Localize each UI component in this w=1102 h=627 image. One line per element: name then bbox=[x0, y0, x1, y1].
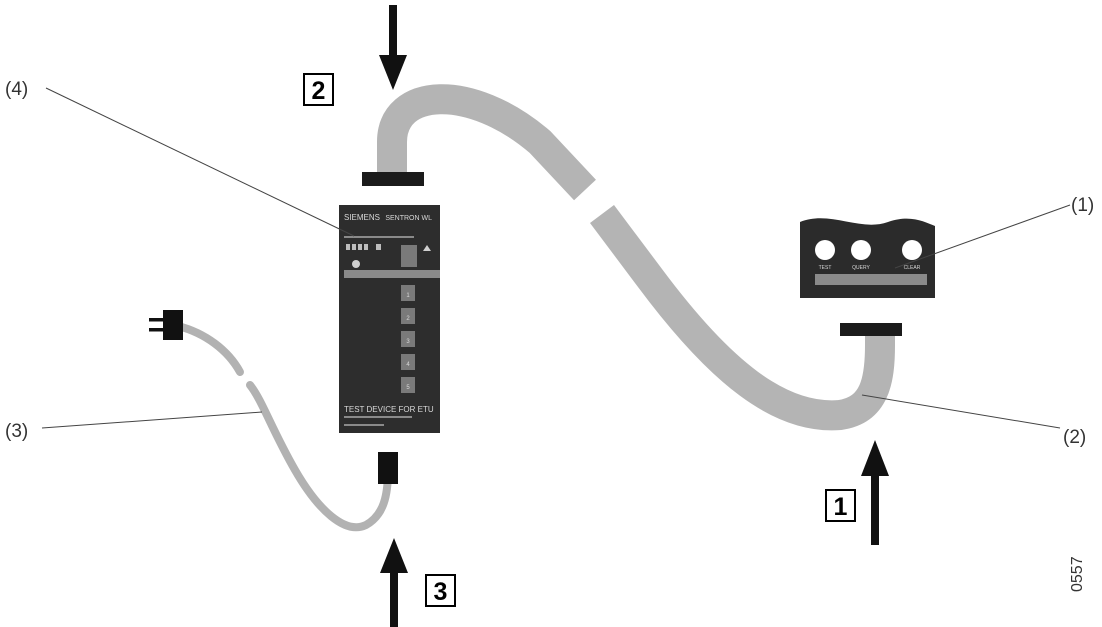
device-key-3-label: 3 bbox=[406, 339, 410, 345]
trip-unit-button-2-label: QUERY bbox=[852, 265, 870, 271]
device-model: SENTRON WL bbox=[385, 215, 432, 222]
device-footnote bbox=[344, 424, 384, 426]
trip-unit-button-2 bbox=[851, 240, 871, 260]
leader-line-1 bbox=[894, 204, 1071, 269]
ribbon-cable bbox=[377, 84, 895, 431]
device-display-strip bbox=[344, 270, 440, 278]
callout-label-1: (1) bbox=[1071, 195, 1094, 216]
leader-line-4 bbox=[45, 87, 355, 237]
step-number-2: 2 bbox=[312, 77, 326, 105]
device-key-1-label: 1 bbox=[406, 293, 410, 299]
step-box-1: 1 bbox=[825, 489, 856, 522]
device-key-2 bbox=[401, 308, 415, 324]
device-key-4 bbox=[401, 354, 415, 370]
device-key-5-label: 5 bbox=[406, 385, 410, 391]
trip-unit-button-1-label: TEST bbox=[819, 265, 832, 271]
trip-unit: TEST QUERY CLEAR bbox=[800, 218, 935, 298]
device-key-3 bbox=[401, 331, 415, 347]
power-socket-connector bbox=[378, 452, 398, 484]
leader-line-3 bbox=[41, 411, 263, 429]
device-key-4-label: 4 bbox=[406, 362, 410, 368]
device-key-5 bbox=[401, 377, 415, 393]
hand-icon bbox=[352, 260, 360, 268]
device-subcaption bbox=[344, 416, 412, 418]
step-number-3: 3 bbox=[434, 578, 448, 606]
step-box-3: 3 bbox=[425, 574, 456, 607]
trip-unit-button-3 bbox=[902, 240, 922, 260]
callout-label-3: (3) bbox=[5, 421, 28, 442]
device-key-1 bbox=[401, 285, 415, 301]
device-start-button bbox=[401, 245, 417, 267]
device-caption: TEST DEVICE FOR ETU bbox=[344, 405, 434, 414]
step-box-2: 2 bbox=[303, 73, 334, 106]
power-plug bbox=[149, 310, 183, 340]
trip-unit-button-1 bbox=[815, 240, 835, 260]
device-brand: SIEMENS bbox=[344, 213, 380, 222]
leader-line-2 bbox=[861, 394, 1061, 429]
device-indicator-row bbox=[344, 236, 414, 238]
step-number-1: 1 bbox=[834, 493, 848, 521]
test-device: SIEMENS SENTRON WL 1 2 3 4 5 TEST DEVICE… bbox=[339, 205, 440, 433]
cable-connector-bottom bbox=[840, 323, 902, 336]
cable-connector-top bbox=[362, 172, 424, 186]
down-arrow-icon bbox=[379, 5, 407, 90]
callout-label-4: (4) bbox=[5, 79, 28, 100]
figure-id: 0557 bbox=[1069, 556, 1086, 592]
power-cord bbox=[174, 322, 392, 532]
device-key-2-label: 2 bbox=[406, 316, 410, 322]
device-led-row bbox=[346, 244, 381, 250]
trip-unit-display-strip bbox=[815, 274, 927, 285]
up-arrow-icon bbox=[861, 440, 889, 545]
warning-icon bbox=[423, 245, 431, 251]
callout-label-2: (2) bbox=[1063, 427, 1086, 448]
up-arrow-icon bbox=[380, 538, 408, 627]
trip-unit-button-3-label: CLEAR bbox=[904, 265, 921, 271]
